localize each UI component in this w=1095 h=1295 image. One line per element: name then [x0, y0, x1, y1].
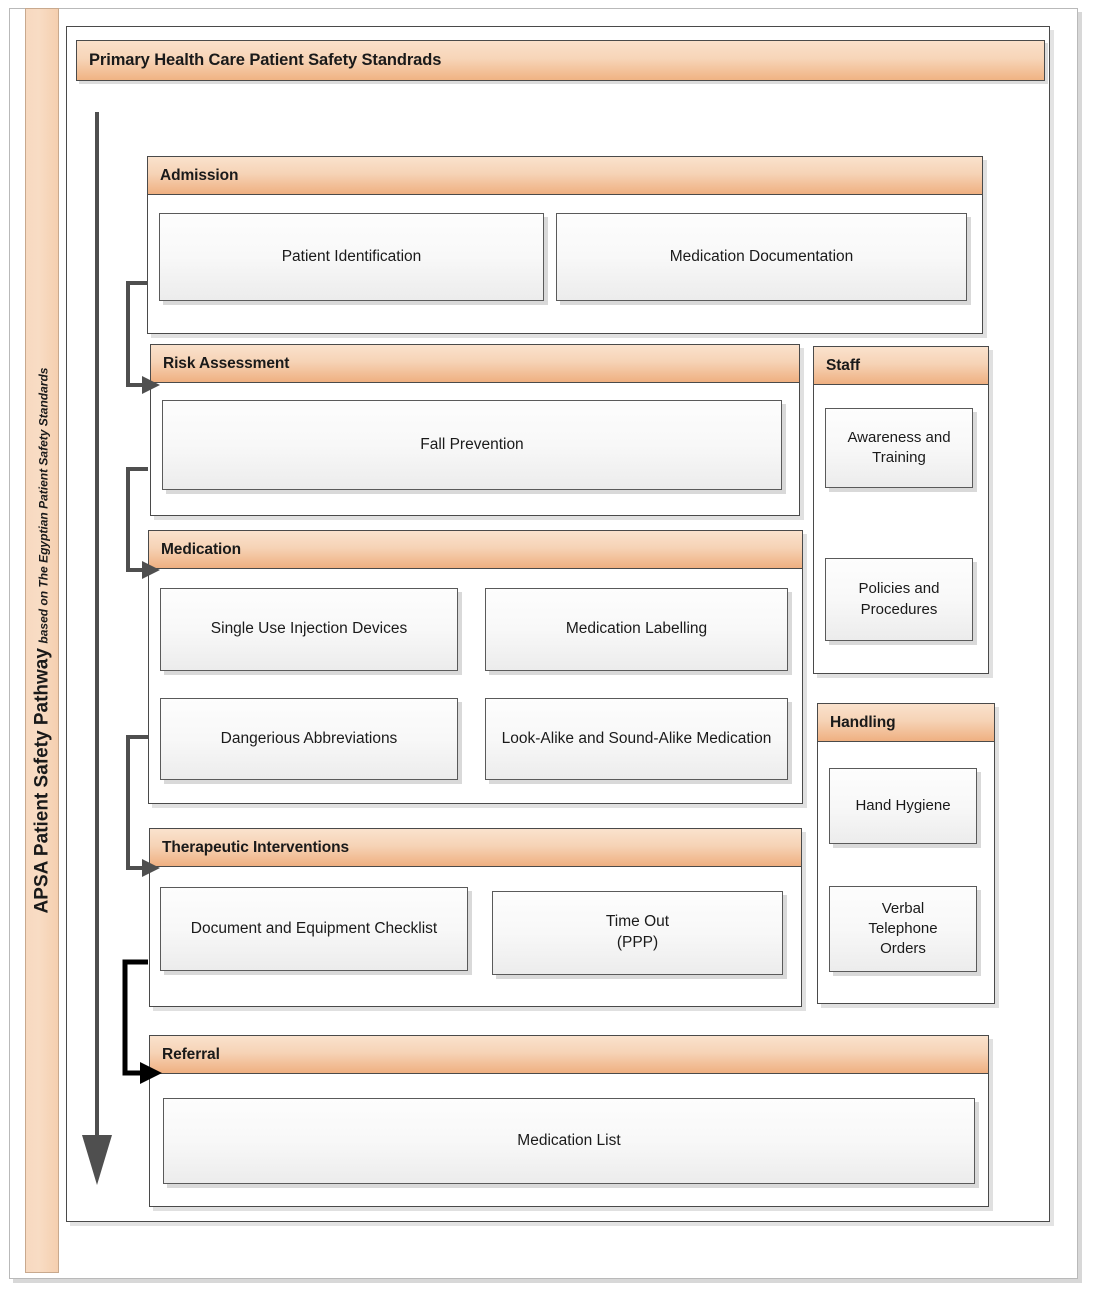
item-label: Hand Hygiene — [855, 796, 951, 814]
therapeutic-interventions-header: Therapeutic Interventions — [150, 829, 801, 867]
side-banner-subtitle: based on The Egyptian Patient Safety Sta… — [36, 367, 51, 644]
item-label: Dangerious Abbreviations — [220, 729, 398, 747]
item-medication-documentation[interactable]: Medication Documentation — [556, 213, 967, 301]
side-banner: APSA Patient Safety Pathway based on The… — [25, 8, 59, 1273]
item-label: Awareness and Training — [847, 428, 951, 466]
item-policies-and-procedures[interactable]: Policies and Procedures — [825, 558, 973, 641]
item-label: Fall Prevention — [420, 435, 524, 453]
item-label: Document and Equipment Checklist — [190, 919, 438, 937]
item-label: Medication Labelling — [565, 620, 708, 638]
item-single-use-injection-devices[interactable]: Single Use Injection Devices — [160, 588, 458, 671]
item-label: Look-Alike and Sound-Alike Medication — [501, 729, 772, 747]
staff-header: Staff — [814, 347, 988, 385]
item-awareness-and-training[interactable]: Awareness and Training — [825, 408, 973, 488]
flow-connectors — [82, 112, 162, 1185]
item-look-alike-sound-alike-medication[interactable]: Look-Alike and Sound-Alike Medication — [485, 698, 788, 780]
referral-title: Referral — [162, 1045, 220, 1063]
referral-header: Referral — [150, 1036, 988, 1074]
medication-title: Medication — [161, 540, 241, 558]
item-document-and-equipment-checklist[interactable]: Document and Equipment Checklist — [160, 887, 468, 971]
item-time-out-ppp[interactable]: Time Out (PPP) — [492, 891, 783, 975]
item-medication-list[interactable]: Medication List — [163, 1098, 975, 1184]
item-verbal-telephone-orders[interactable]: Verbal Telephone Orders — [829, 886, 977, 972]
page-title: Primary Health Care Patient Safety Stand… — [89, 51, 442, 69]
admission-header: Admission — [148, 157, 982, 195]
item-dangerious-abbreviations[interactable]: Dangerious Abbreviations — [160, 698, 458, 780]
item-fall-prevention[interactable]: Fall Prevention — [162, 400, 782, 490]
therapeutic-interventions-title: Therapeutic Interventions — [162, 838, 349, 856]
handling-title: Handling — [830, 713, 896, 731]
admission-title: Admission — [160, 166, 239, 184]
item-label: Medication List — [517, 1131, 621, 1149]
risk-assessment-title: Risk Assessment — [163, 354, 290, 372]
item-patient-identification[interactable]: Patient Identification — [159, 213, 544, 301]
item-label: Single Use Injection Devices — [210, 620, 408, 638]
item-hand-hygiene[interactable]: Hand Hygiene — [829, 768, 977, 844]
risk-assessment-header: Risk Assessment — [151, 345, 799, 383]
title-bar: Primary Health Care Patient Safety Stand… — [76, 40, 1045, 81]
item-label: Time Out (PPP) — [605, 913, 670, 951]
item-label: Patient Identification — [281, 247, 422, 265]
handling-header: Handling — [818, 704, 994, 742]
side-banner-text: APSA Patient Safety Pathway based on The… — [31, 367, 53, 914]
side-banner-title: APSA Patient Safety Pathway — [31, 648, 53, 914]
item-medication-labelling[interactable]: Medication Labelling — [485, 588, 788, 671]
item-label: Policies and Procedures — [858, 580, 940, 618]
item-label: Medication Documentation — [669, 247, 854, 265]
item-label: Verbal Telephone Orders — [868, 899, 938, 958]
medication-header: Medication — [149, 531, 802, 569]
staff-title: Staff — [826, 356, 860, 374]
